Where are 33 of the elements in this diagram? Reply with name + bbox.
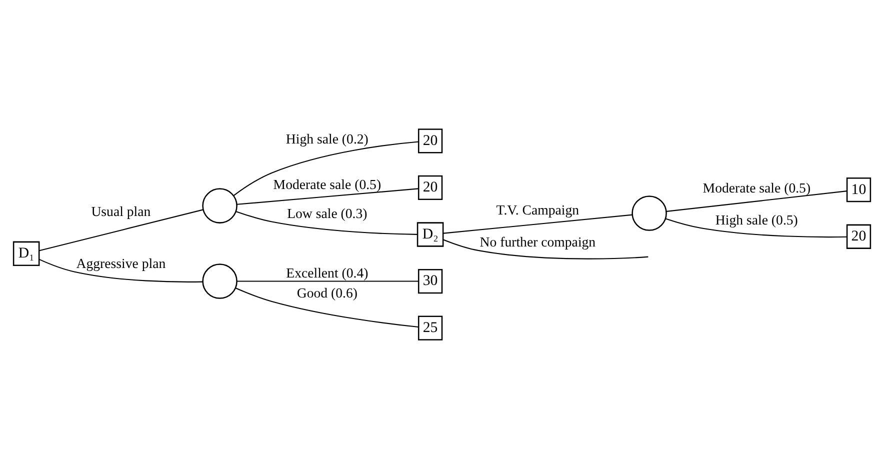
connector: [666, 190, 846, 212]
node-circle: [631, 195, 666, 230]
connector: [236, 188, 418, 204]
connector: [442, 238, 648, 259]
node-box: 30: [417, 268, 442, 294]
connector: [236, 210, 417, 234]
connector: [236, 280, 418, 282]
edge-label: Low sale (0.3): [286, 205, 367, 220]
connector: [665, 218, 846, 238]
node-box: 20: [417, 174, 442, 200]
edge-label: Moderate sale (0.5): [702, 180, 810, 195]
connector: [235, 287, 418, 328]
node-box: 20: [846, 224, 871, 248]
edge-label: High sale (0.2): [285, 131, 368, 146]
edge-label: High sale (0.5): [714, 212, 798, 227]
node-box: D₁: [12, 240, 40, 266]
edge-label: Good (0.6): [296, 285, 357, 300]
node-box: 10: [846, 177, 871, 202]
connector: [38, 258, 202, 282]
node-circle: [202, 188, 237, 223]
edge-label: Excellent (0.4): [286, 264, 368, 280]
connector: [442, 214, 632, 234]
edge-label: No further compaign: [479, 234, 596, 250]
node-circle: [202, 263, 237, 298]
node-box: D₂: [416, 222, 444, 246]
connector: [38, 208, 203, 251]
edge-label: Aggressive plan: [76, 255, 166, 270]
edge-label: Usual plan: [90, 203, 150, 218]
edge-label: T.V. Campaign: [496, 202, 579, 218]
node-box: 20: [417, 128, 442, 153]
edge-label: Moderate sale (0.5): [272, 176, 381, 192]
node-box: 25: [417, 315, 442, 340]
connector: [232, 140, 418, 196]
